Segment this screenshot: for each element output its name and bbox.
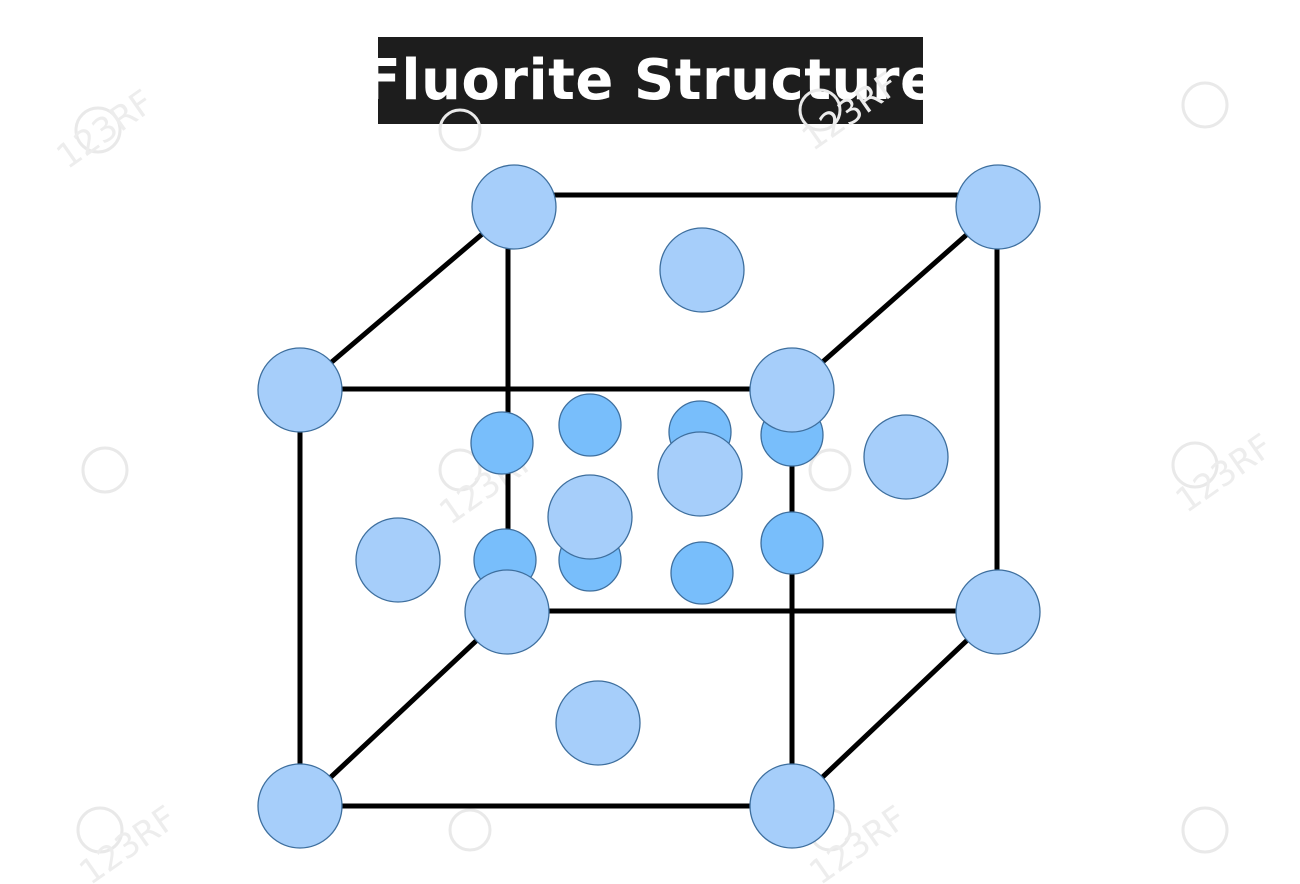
watermark-mark: 123RF <box>795 64 906 159</box>
top-left-depth-edge <box>297 204 517 392</box>
watermark-mark: 123RF <box>50 82 161 177</box>
anion-back-top-left <box>470 411 534 475</box>
anion-back-top-mid <box>558 393 622 457</box>
watermark-text: 123RF <box>795 64 906 159</box>
anion-front-bottom-right <box>760 511 824 575</box>
cation-corner-back-top-right <box>955 164 1041 250</box>
cation-corner-front-bottom-left <box>257 763 343 849</box>
cation-face-bottom <box>555 680 641 766</box>
title-banner: Fluorite Structure <box>363 37 938 124</box>
watermark-mark: 123RF <box>72 798 183 884</box>
cation-face-left <box>355 517 441 603</box>
cation-face-top <box>659 227 745 313</box>
cation-corner-back-top-left <box>471 164 557 250</box>
anion-bottom-mid <box>670 541 734 605</box>
watermark-text: 123RF <box>1169 426 1280 521</box>
cation-corner-front-bottom-right <box>749 763 835 849</box>
bottom-right-depth-edge <box>789 608 1001 809</box>
cation-corner-back-bottom-right <box>955 569 1041 655</box>
watermark-mark <box>438 108 482 152</box>
top-right-depth-edge <box>789 204 1001 392</box>
watermark-mark: 123RF <box>1169 426 1280 521</box>
cation-corner-back-bottom-left <box>464 569 550 655</box>
cation-face-back <box>657 431 743 517</box>
watermark-text: 123RF <box>50 82 161 177</box>
cation-corner-front-top-right <box>749 347 835 433</box>
cation-face-right <box>863 414 949 500</box>
watermark-mark <box>808 448 852 492</box>
cation-face-front <box>547 474 633 560</box>
cation-corner-front-top-left <box>257 347 343 433</box>
watermark-mark <box>1181 81 1229 129</box>
watermark-mark <box>448 808 492 852</box>
bottom-left-depth-edge <box>297 608 511 809</box>
cube-edges <box>297 192 1001 809</box>
watermark-mark <box>81 446 129 494</box>
watermark-mark <box>1181 806 1229 854</box>
diagram-title: Fluorite Structure <box>362 48 939 113</box>
